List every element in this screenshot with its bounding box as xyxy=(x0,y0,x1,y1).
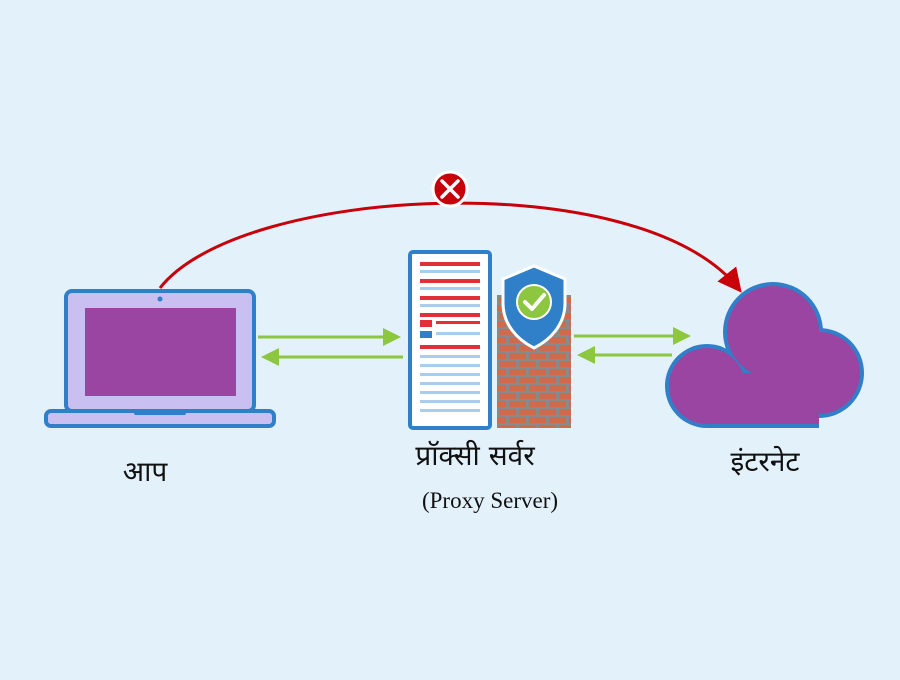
proxy-server-label: प्रॉक्सी सर्वर xyxy=(415,439,535,472)
cloud-icon xyxy=(665,282,864,428)
internet-label: इंटरनेट xyxy=(730,445,800,478)
you-label: आप xyxy=(122,455,168,488)
laptop-icon xyxy=(44,289,276,428)
blocked-x-icon xyxy=(431,170,469,208)
proxy-server-english-label: (Proxy Server) xyxy=(421,488,559,513)
shield-check-icon xyxy=(501,264,567,350)
server-icon xyxy=(408,250,492,430)
